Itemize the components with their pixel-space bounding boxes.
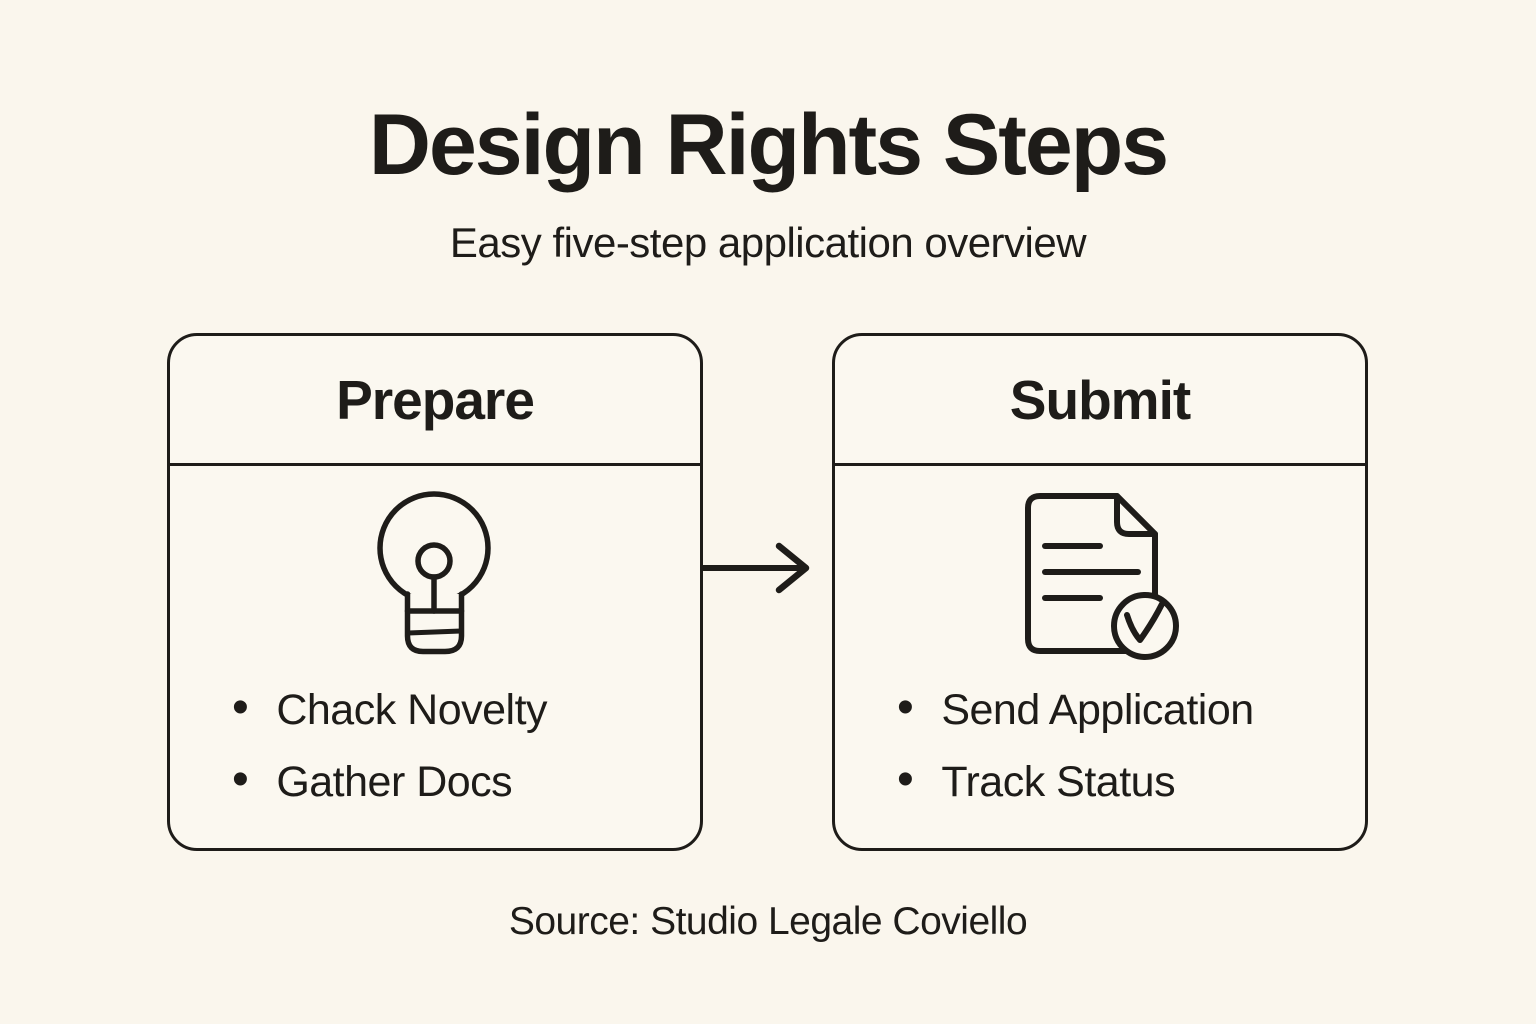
bullet-item: Track Status [897, 756, 1349, 808]
bullet-text: Gather Docs [276, 758, 513, 806]
card-header: Prepare [170, 336, 700, 466]
bullet-item: Send Application [897, 684, 1349, 736]
bullet-item: Gather Docs [232, 756, 684, 808]
bullet-text: Chack Novelty [276, 686, 548, 734]
card-body: Send Application Track Status [835, 466, 1365, 845]
source-caption: Source: Studio Legale Coviello [508, 900, 1028, 943]
bullet-item: Chack Novelty [232, 684, 684, 736]
card-title-submit: Submit [1009, 368, 1191, 431]
page-subtitle: Easy five-step application overview [449, 219, 1087, 266]
bullet-list: Send Application Track Status [897, 684, 1349, 808]
document-check-icon [835, 491, 1365, 661]
arrow-right-icon [700, 528, 840, 613]
step-card-submit: Submit Send Application Tra [832, 333, 1368, 851]
bullet-text: Send Application [941, 686, 1254, 734]
bullet-text: Track Status [941, 758, 1176, 806]
card-header: Submit [835, 336, 1365, 466]
lightbulb-icon [170, 491, 700, 657]
card-title-prepare: Prepare [336, 368, 535, 431]
card-body: Chack Novelty Gather Docs [170, 466, 700, 845]
step-card-prepare: Prepare Chack Novelty Gather Docs [167, 333, 703, 851]
bullet-list: Chack Novelty Gather Docs [232, 684, 684, 808]
page-title: Design Rights Steps [368, 97, 1169, 193]
